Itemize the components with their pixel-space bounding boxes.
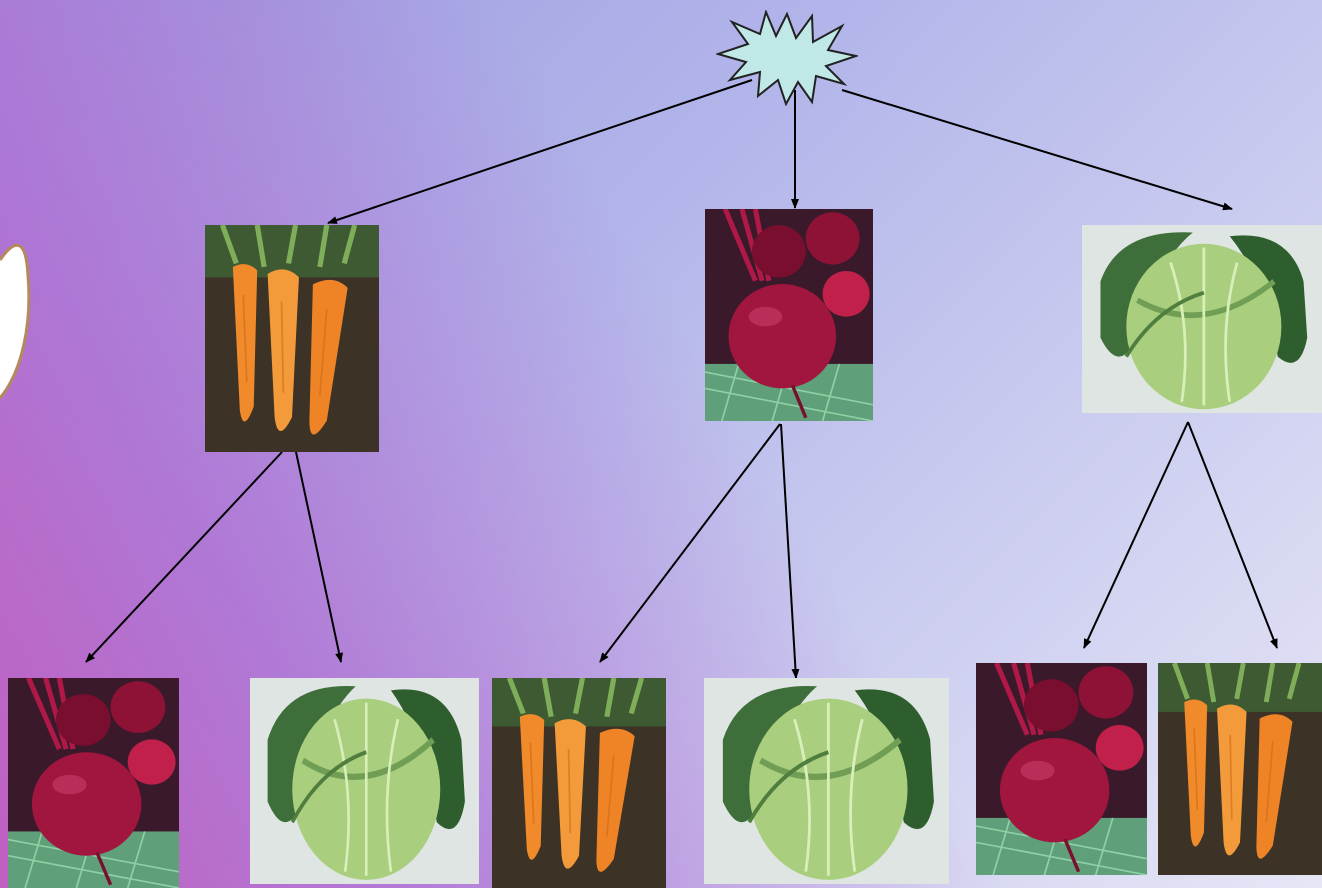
arrow-beet-cabbage: [781, 424, 796, 678]
arrow-root-carrots: [328, 80, 752, 223]
cabbage-tile-level1: [1082, 225, 1322, 413]
arrow-cabbage-carrots: [1188, 422, 1277, 648]
carrots-tile-leaf-3: [492, 678, 666, 888]
beetroot-tile-leaf-1: [8, 678, 179, 888]
cabbage-tile-leaf-4: [704, 678, 949, 884]
beetroot-icon: [705, 209, 873, 421]
arrow-beet-carrots: [600, 424, 780, 662]
arrow-cabbage-beet: [1084, 422, 1188, 648]
arrow-root-cabbage: [842, 90, 1232, 209]
cabbage-icon: [250, 678, 479, 884]
beetroot-icon: [8, 678, 179, 888]
carrots-icon: [492, 678, 666, 888]
carrots-icon: [1158, 663, 1322, 875]
arrow-carrots-cabbage: [296, 452, 341, 662]
beetroot-tile-leaf-5: [976, 663, 1147, 875]
burst-star-icon: [716, 10, 858, 106]
arrow-carrots-beet: [86, 452, 282, 662]
carrots-tile-leaf-6: [1158, 663, 1322, 875]
carrots-tile-level1: [205, 225, 379, 452]
cabbage-tile-leaf-2: [250, 678, 479, 884]
cabbage-icon: [704, 678, 949, 884]
cabbage-icon: [1082, 225, 1322, 413]
beetroot-tile-level1: [705, 209, 873, 421]
beetroot-icon: [976, 663, 1147, 875]
carrots-icon: [205, 225, 379, 452]
